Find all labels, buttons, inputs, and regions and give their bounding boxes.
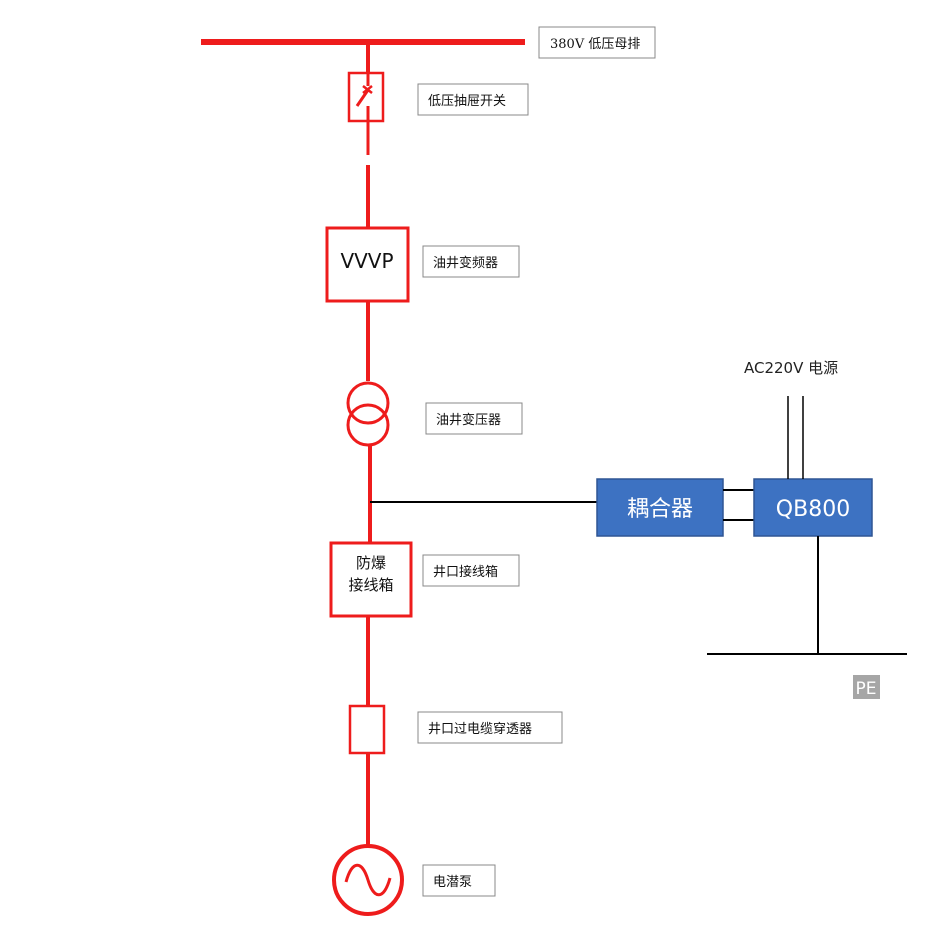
vfd-label: 油井变频器 xyxy=(433,255,498,271)
qb800-block xyxy=(753,478,873,537)
transformer-label: 油井变压器 xyxy=(436,412,501,428)
junction-label: 井口接线箱 xyxy=(433,564,498,580)
pump-symbol xyxy=(332,844,404,916)
junction-box-line1: 防爆 xyxy=(356,554,386,572)
penetrator-label-box: 井口过电缆穿透器 xyxy=(417,711,563,744)
transformer-symbol xyxy=(346,381,390,447)
pump-label-box: 电潜泵 xyxy=(422,864,496,897)
vvvp-label: VVVP xyxy=(340,249,393,273)
vfd-label-box: 油井变频器 xyxy=(422,245,520,278)
coupler-block xyxy=(596,478,724,537)
busbar-label-box: 380V 低压母排 xyxy=(538,26,656,59)
busbar-label: 380V 低压母排 xyxy=(550,37,640,52)
junction-box-line2: 接线箱 xyxy=(348,576,393,594)
transformer-label-box: 油井变压器 xyxy=(425,402,523,435)
switch-label-box: 低压抽屉开关 xyxy=(417,83,529,116)
qb800-label: QB800 xyxy=(776,497,850,522)
pump-label: 电潜泵 xyxy=(433,875,472,890)
junction-label-box: 井口接线箱 xyxy=(422,554,520,587)
ac-supply-label: AC220V 电源 xyxy=(744,359,838,377)
coupler-label: 耦合器 xyxy=(627,497,693,522)
pe-label: PE xyxy=(856,679,877,699)
drawer-switch-symbol xyxy=(347,71,385,123)
pe-label-bg xyxy=(853,675,880,699)
switch-label: 低压抽屉开关 xyxy=(428,94,506,109)
penetrator-label: 井口过电缆穿透器 xyxy=(428,721,532,737)
penetrator-box xyxy=(348,704,386,755)
junction-box xyxy=(329,541,413,618)
vvvp-box xyxy=(325,226,410,303)
